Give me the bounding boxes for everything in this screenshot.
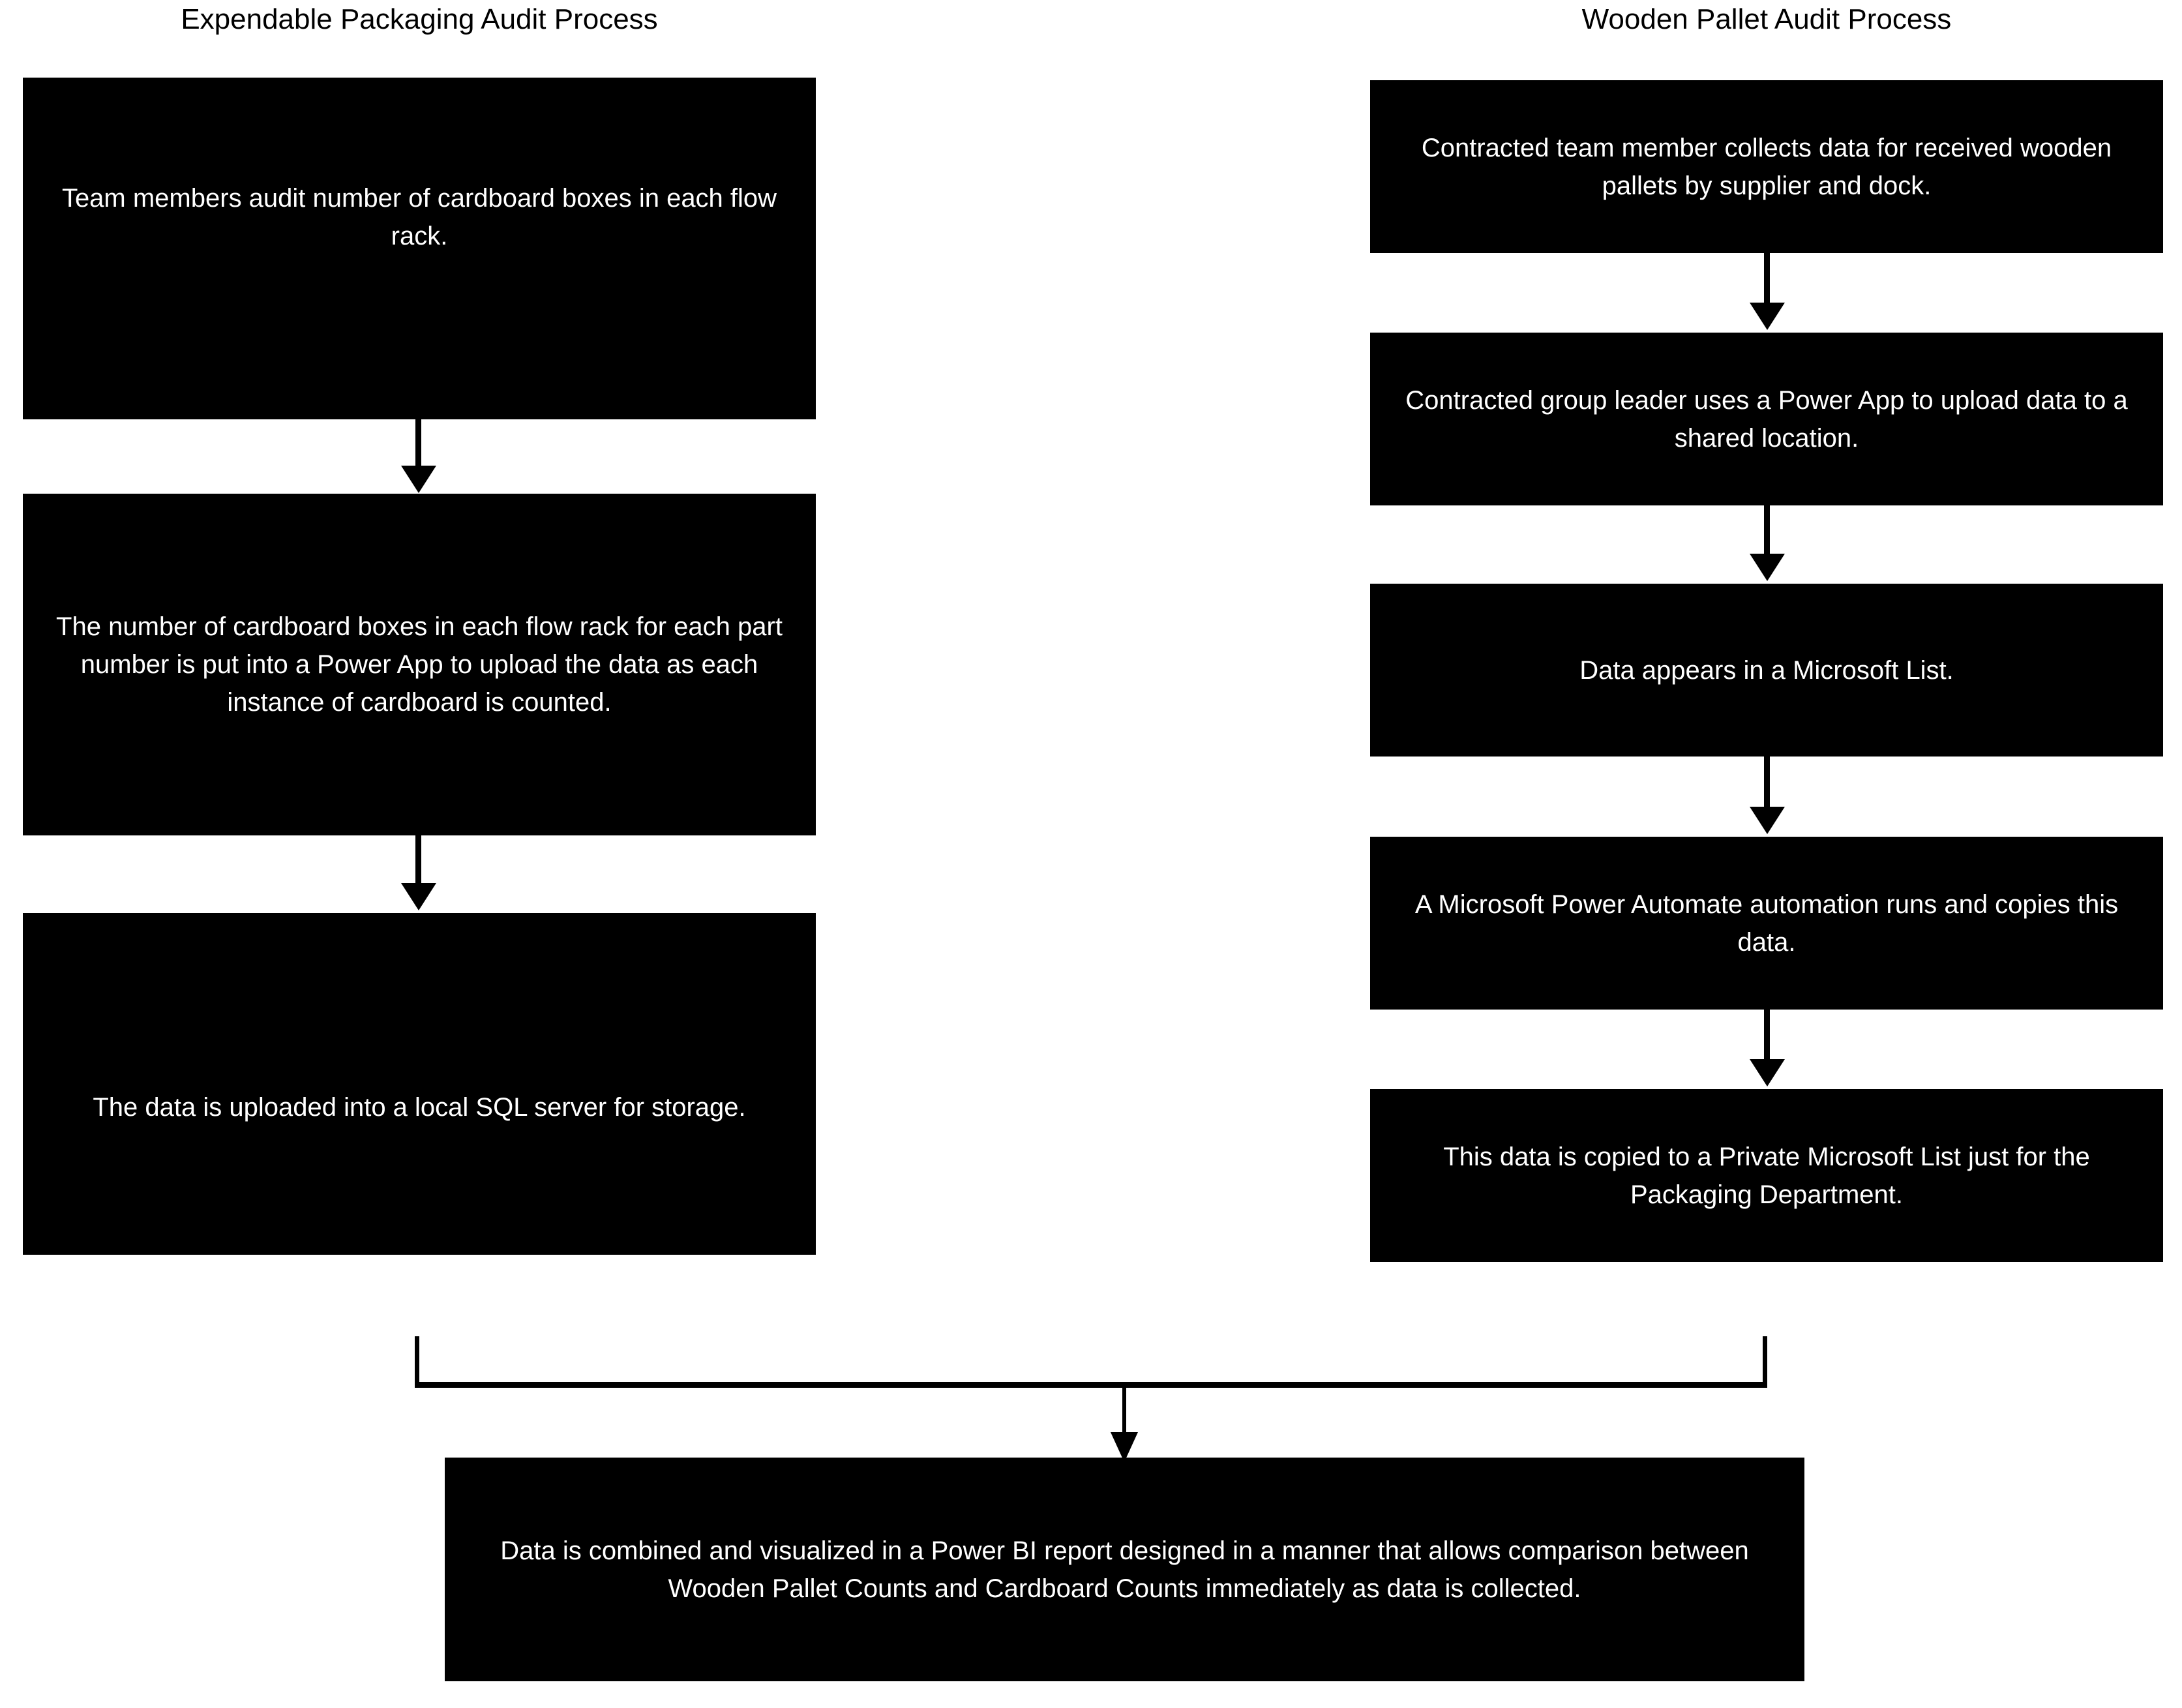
process-node-right-2-text: Contracted group leader uses a Power App…	[1405, 385, 2128, 453]
arrow-head-icon	[1750, 554, 1785, 581]
process-node-left-2-text: The number of cardboard boxes in each fl…	[56, 612, 783, 717]
process-node-right-2[interactable]: Contracted group leader uses a Power App…	[1370, 333, 2163, 505]
process-node-right-5[interactable]: This data is copied to a Private Microso…	[1370, 1089, 2163, 1262]
connector-line	[415, 419, 421, 471]
connector-line	[415, 835, 421, 888]
arrow-head-icon	[401, 466, 436, 493]
process-node-right-4-text: A Microsoft Power Automate automation ru…	[1414, 890, 2119, 957]
arrow-head-icon	[1750, 807, 1785, 834]
merge-drop-line	[1122, 1385, 1126, 1444]
process-node-left-2[interactable]: The number of cardboard boxes in each fl…	[23, 494, 816, 835]
arrow-head-icon	[1750, 1059, 1785, 1086]
process-node-combined-report[interactable]: Data is combined and visualized in a Pow…	[445, 1458, 1804, 1681]
process-node-right-4[interactable]: A Microsoft Power Automate automation ru…	[1370, 837, 2163, 1010]
process-node-combined-report-text: Data is combined and visualized in a Pow…	[500, 1536, 1749, 1603]
process-node-left-3[interactable]: The data is uploaded into a local SQL se…	[23, 913, 816, 1255]
connector-line	[1764, 253, 1770, 307]
column-title-expendable-packaging: Expendable Packaging Audit Process	[181, 3, 658, 35]
connector-line	[1764, 1010, 1770, 1062]
connector-line	[1764, 757, 1770, 809]
process-node-right-3[interactable]: Data appears in a Microsoft List.	[1370, 584, 2163, 757]
process-node-left-3-text: The data is uploaded into a local SQL se…	[93, 1093, 746, 1122]
process-node-right-5-text: This data is copied to a Private Microso…	[1443, 1142, 2090, 1209]
arrow-head-icon	[401, 883, 436, 910]
process-node-right-1[interactable]: Contracted team member collects data for…	[1370, 80, 2163, 253]
process-node-right-1-text: Contracted team member collects data for…	[1421, 133, 2112, 200]
process-node-right-3-text: Data appears in a Microsoft List.	[1579, 655, 1954, 685]
connector-line	[1764, 505, 1770, 558]
arrow-head-icon	[1750, 303, 1785, 330]
merge-riser-right	[1763, 1336, 1767, 1386]
column-title-wooden-pallet: Wooden Pallet Audit Process	[1581, 3, 1952, 35]
process-node-left-1-text: Team members audit number of cardboard b…	[61, 184, 777, 250]
merge-riser-left	[415, 1336, 419, 1386]
process-node-left-1[interactable]: Team members audit number of cardboard b…	[23, 78, 816, 419]
arrow-head-icon	[1111, 1432, 1138, 1462]
merge-horizontal-bar	[415, 1382, 1767, 1388]
